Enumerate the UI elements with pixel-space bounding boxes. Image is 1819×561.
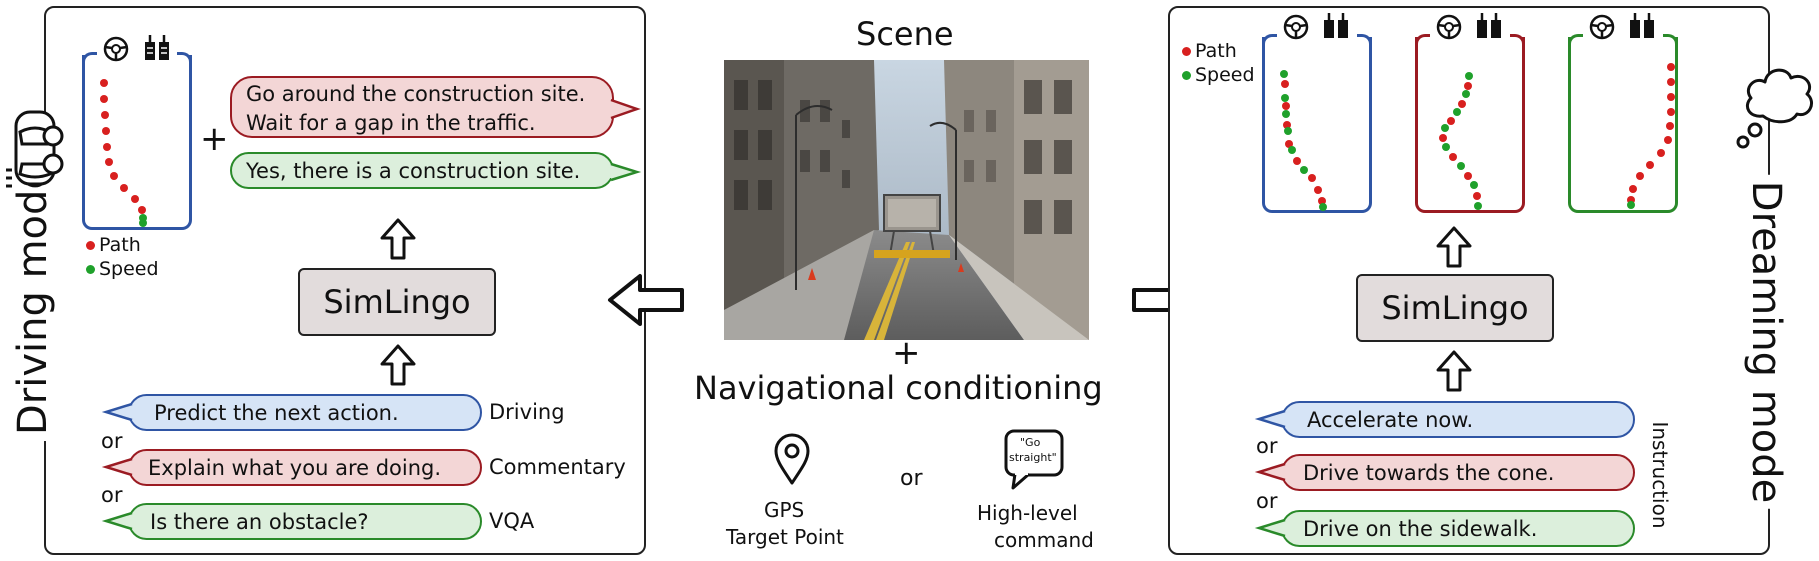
trajectory-box-cone bbox=[1415, 34, 1525, 213]
thought-cloud-icon bbox=[1736, 68, 1813, 149]
trajectory-box-sidewalk bbox=[1568, 34, 1678, 213]
or-label-scene: or bbox=[900, 466, 923, 491]
instruction-label: Instruction bbox=[1648, 421, 1672, 529]
command-bubble-text-2: straight" bbox=[1009, 451, 1057, 464]
or-label: or bbox=[101, 483, 123, 507]
pedals-icon bbox=[1324, 13, 1348, 38]
bubble-tail bbox=[101, 402, 135, 422]
pedals-icon bbox=[1477, 13, 1501, 38]
command-label-line2: command bbox=[994, 528, 1094, 552]
prompt-bubble-driving: Predict the next action. bbox=[128, 394, 482, 431]
trajectory-box-driving bbox=[82, 52, 192, 230]
pedals-icon bbox=[1630, 13, 1654, 38]
arrow-up-icon bbox=[1436, 226, 1472, 268]
command-bubble-text-1: "Go bbox=[1020, 436, 1041, 449]
steering-wheel-icon bbox=[1283, 14, 1309, 40]
prompt-tag-driving: Driving bbox=[489, 400, 565, 424]
steering-wheel-icon bbox=[103, 36, 129, 62]
speech-bubble-icon bbox=[1004, 429, 1064, 490]
legend-path-driving: Path bbox=[86, 236, 141, 255]
driving-mode-title: Driving mode bbox=[10, 158, 56, 442]
steering-wheel-icon bbox=[1436, 14, 1462, 40]
trajectory-box-accelerate bbox=[1262, 34, 1372, 213]
or-label: or bbox=[101, 429, 123, 453]
plus-sign-driving: + bbox=[200, 119, 229, 159]
bubble-tail bbox=[608, 98, 641, 120]
instruction-bubble-accelerate: Accelerate now. bbox=[1281, 401, 1635, 438]
commentary-output-bubble: Go around the construction site. Wait fo… bbox=[230, 76, 614, 138]
gps-label-line2: Target Point bbox=[726, 525, 844, 549]
arrow-up-icon bbox=[1436, 350, 1472, 392]
bubble-tail bbox=[1254, 409, 1288, 429]
pedals-icon bbox=[145, 35, 169, 60]
bubble-tail bbox=[1254, 518, 1288, 538]
instruction-bubble-sidewalk: Drive on the sidewalk. bbox=[1281, 510, 1635, 547]
car-icon bbox=[6, 110, 64, 188]
scene-title: Scene bbox=[856, 15, 954, 53]
plus-sign-scene: + bbox=[892, 333, 921, 373]
simlingo-model-driving: SimLingo bbox=[298, 268, 496, 336]
simlingo-model-dreaming: SimLingo bbox=[1356, 274, 1554, 342]
arrow-up-icon bbox=[380, 344, 416, 386]
or-label: or bbox=[1256, 434, 1278, 458]
prompt-tag-vqa: VQA bbox=[489, 509, 535, 533]
dreaming-mode-title: Dreaming mode bbox=[1743, 174, 1789, 510]
bubble-tail bbox=[1254, 462, 1288, 482]
steering-wheel-icon bbox=[1589, 14, 1615, 40]
command-label-line1: High-level bbox=[977, 501, 1078, 525]
legend-speed-driving: Speed bbox=[86, 260, 159, 279]
arrow-left-icon bbox=[608, 274, 684, 326]
instruction-bubble-cone: Drive towards the cone. bbox=[1281, 454, 1635, 491]
prompt-bubble-commentary: Explain what you are doing. bbox=[128, 449, 482, 486]
location-pin-icon bbox=[774, 433, 810, 485]
scene-image bbox=[724, 60, 1089, 340]
navigational-conditioning-title: Navigational conditioning bbox=[694, 369, 1103, 407]
prompt-bubble-vqa: Is there an obstacle? bbox=[128, 503, 482, 540]
legend-speed-dreaming: Speed bbox=[1182, 66, 1255, 85]
gps-label-line1: GPS bbox=[764, 498, 805, 522]
or-label: or bbox=[1256, 489, 1278, 513]
bubble-tail bbox=[101, 511, 135, 531]
arrow-up-icon bbox=[380, 218, 416, 260]
legend-path-dreaming: Path bbox=[1182, 42, 1237, 61]
answer-output-bubble: Yes, there is a construction site. bbox=[230, 152, 614, 189]
bubble-tail bbox=[608, 162, 642, 182]
prompt-tag-commentary: Commentary bbox=[489, 455, 626, 479]
bubble-tail bbox=[101, 457, 135, 477]
